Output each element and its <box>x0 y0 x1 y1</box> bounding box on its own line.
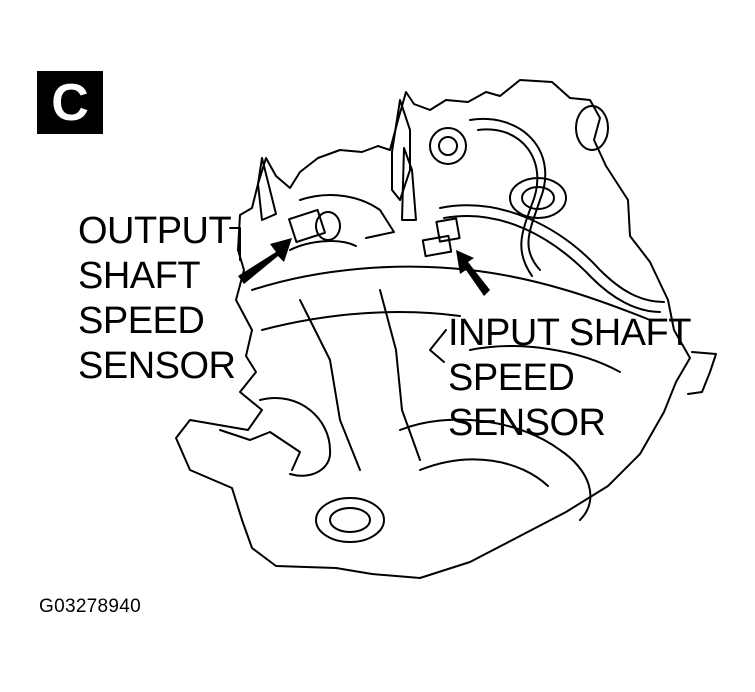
panel-letter-badge: C <box>37 71 103 134</box>
cap-right <box>575 105 609 151</box>
input-shaft-speed-sensor-label: INPUT SHAFT SPEED SENSOR <box>448 311 691 446</box>
contour-11 <box>289 240 357 251</box>
contour-9 <box>219 429 301 471</box>
fitting-right <box>509 177 567 219</box>
output-label-line-2: SHAFT <box>78 255 201 297</box>
figure-code: G03278940 <box>39 596 142 617</box>
fitting-right-inner <box>521 186 555 210</box>
output-leader <box>229 227 241 261</box>
output-shaft-speed-sensor-label: OUTPUT SHAFT SPEED SENSOR <box>78 209 236 389</box>
contour-10 <box>299 194 395 239</box>
output-label-line-3: SPEED <box>78 300 205 342</box>
contour-8 <box>469 345 621 373</box>
contour-6 <box>399 418 592 521</box>
cooler-tube-1 <box>469 117 547 271</box>
contour-5 <box>259 397 332 477</box>
right-bracket <box>687 351 717 395</box>
input-leader <box>429 329 447 363</box>
fitting-top-inner <box>438 136 458 156</box>
top-boss-right <box>401 147 417 221</box>
contour-3 <box>299 299 361 471</box>
drain-plug-base <box>315 497 385 543</box>
input-label-line-1: INPUT SHAFT <box>448 312 691 354</box>
housing-outline <box>175 79 691 579</box>
cooler-tube-3 <box>439 204 665 303</box>
output-label-line-1: OUTPUT <box>78 210 232 252</box>
drain-plug-inner <box>329 507 371 533</box>
input-label-line-3: SENSOR <box>448 402 606 444</box>
contour-2 <box>261 311 461 331</box>
input-sensor-base <box>421 234 453 258</box>
cooler-tube-2 <box>477 128 539 277</box>
output-arrow-icon <box>238 238 292 284</box>
input-label-line-2: SPEED <box>448 357 575 399</box>
top-boss-mid <box>391 99 411 201</box>
fitting-top <box>429 127 467 165</box>
output-label-line-4: SENSOR <box>78 345 236 387</box>
top-boss-left <box>257 157 277 221</box>
cooler-tube-4 <box>443 214 661 313</box>
output-sensor-body <box>288 208 326 244</box>
input-arrow-icon <box>456 250 490 296</box>
contour-7 <box>419 458 549 487</box>
contour-4 <box>379 289 421 461</box>
output-sensor-connector <box>315 211 341 241</box>
